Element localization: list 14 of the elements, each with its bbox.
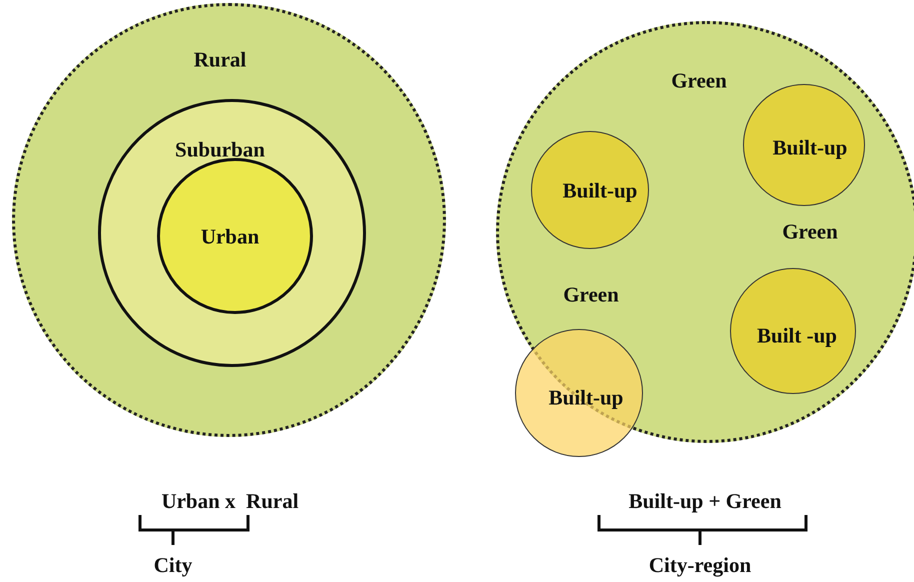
region-label: Green	[563, 282, 619, 308]
region-label: Urban	[200, 224, 260, 250]
region-label: Built-up	[562, 178, 638, 204]
region-label: Rural	[194, 48, 246, 72]
formula-label: Built-up + Green	[628, 489, 782, 514]
region-label: Built-up	[548, 386, 624, 410]
region-label: Suburban	[175, 138, 265, 162]
region-label: Built-up	[772, 136, 848, 160]
result-label: City	[154, 553, 192, 578]
result-label: City-region	[648, 553, 752, 578]
region-label: Green	[782, 220, 838, 244]
region-label: Built -up	[757, 324, 837, 348]
formula-label: Urban x Rural	[161, 489, 299, 514]
region-label: Green	[671, 68, 727, 94]
